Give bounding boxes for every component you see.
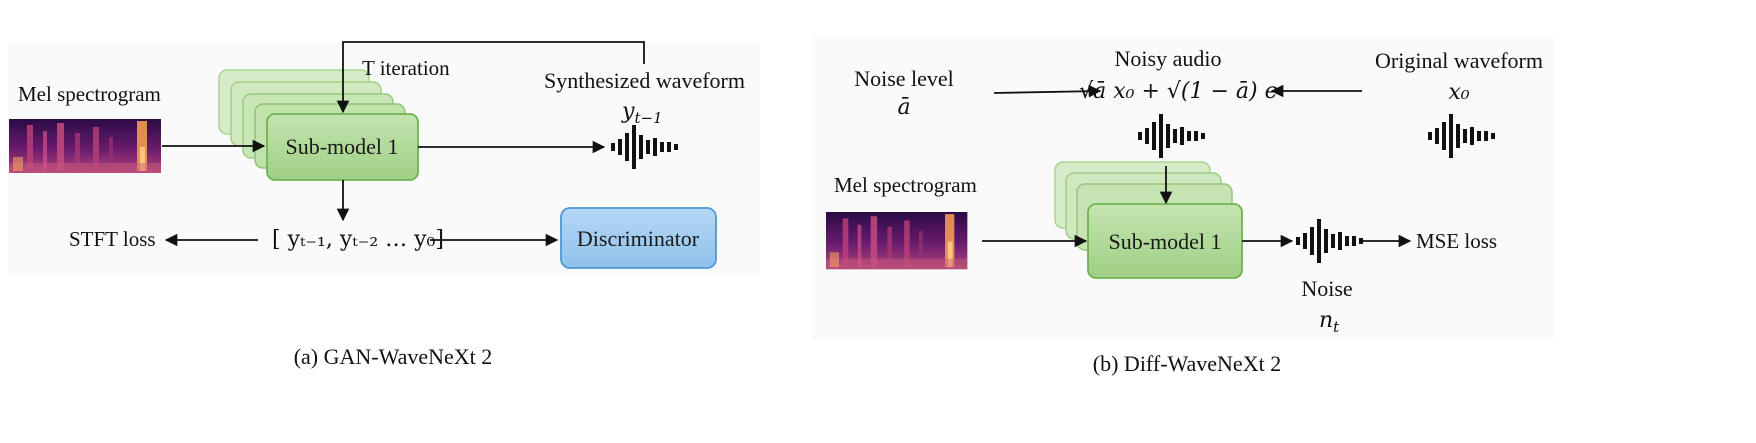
panel-a-spectrogram-icon bbox=[9, 119, 161, 173]
panel-b-original-symbol: x₀ bbox=[1448, 80, 1469, 105]
panel-a-discriminator-box bbox=[560, 207, 717, 269]
panel-b-mse-label: MSE loss bbox=[1416, 229, 1497, 253]
panel-b-caption: (b) Diff-WaveNeXt 2 bbox=[1093, 351, 1281, 376]
panel-b-original-label: Original waveform bbox=[1375, 48, 1543, 73]
panel-a: Mel spectrogram Sub-model 1 T iteration … bbox=[9, 41, 745, 369]
panel-b-submodel-stack: Sub-model 1 bbox=[1054, 161, 1243, 279]
panel-a-stft-label: STFT loss bbox=[69, 227, 156, 251]
panel-b-submodel-label: Sub-model 1 bbox=[1108, 229, 1221, 254]
panel-b-mel-label: Mel spectrogram bbox=[834, 173, 977, 197]
panel-a-caption: (a) GAN-WaveNeXt 2 bbox=[294, 344, 493, 369]
panel-b-noise-level-arrow bbox=[993, 84, 1102, 98]
panel-b-noisy-audio-label: Noisy audio bbox=[1115, 46, 1222, 71]
panel-a-discriminator-label: Discriminator bbox=[577, 226, 700, 251]
panel-b-noisy-audio-formula: √ā x₀ + √(1 − ā) ϵ bbox=[1079, 79, 1277, 104]
panel-b: Noise level ā Noisy audio √ā x₀ + √(1 − … bbox=[826, 46, 1543, 376]
panel-a-iteration-label: T iteration bbox=[362, 56, 450, 80]
panel-a-synth-label: Synthesized waveform bbox=[544, 68, 745, 93]
panel-b-noise-label: Noise bbox=[1301, 276, 1352, 301]
panel-b-noise-symbol: nt bbox=[1319, 308, 1340, 336]
panel-b-spectrogram-icon bbox=[826, 212, 968, 270]
panel-a-outputs-label: [ yₜ₋₁, yₜ₋₂ … y₀] bbox=[272, 227, 444, 252]
panel-b-noise-level-symbol: ā bbox=[897, 95, 910, 120]
panel-b-noise-level-label: Noise level bbox=[854, 66, 954, 91]
panel-a-feedback-arrow bbox=[336, 41, 645, 114]
panel-a-synth-symbol: yt−1 bbox=[621, 99, 663, 127]
panel-a-submodel-label: Sub-model 1 bbox=[285, 134, 398, 159]
panel-a-mel-label: Mel spectrogram bbox=[18, 82, 161, 106]
